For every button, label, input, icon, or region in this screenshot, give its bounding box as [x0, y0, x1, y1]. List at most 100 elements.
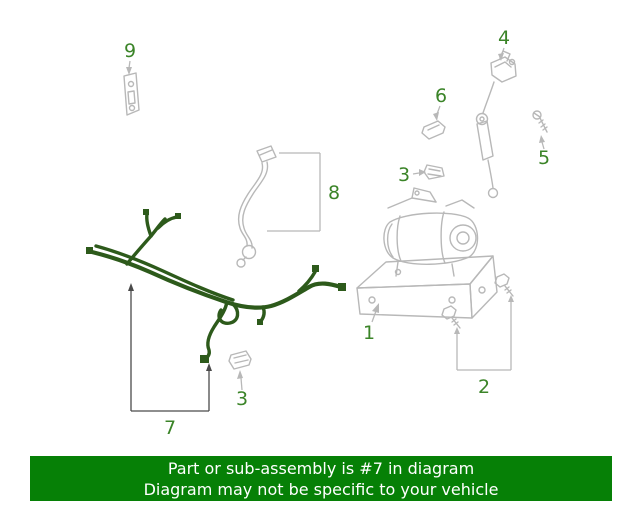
- part-1-compressor-assembly: [356, 187, 498, 323]
- tube-connector: [256, 145, 277, 163]
- diagram-note-banner: Part or sub-assembly is #7 in diagram Di…: [30, 456, 612, 501]
- compressor-rib: [440, 211, 446, 264]
- clip-outline: [228, 350, 252, 370]
- bolt-head: [441, 305, 457, 320]
- callout-3-upper: 3: [398, 164, 410, 186]
- sensor-body: [490, 56, 517, 83]
- bolt-thread: [506, 289, 512, 294]
- bolt-head: [494, 273, 510, 288]
- bracket-outline: [123, 72, 140, 116]
- link-rod: [487, 159, 494, 189]
- link-plate: [476, 120, 494, 161]
- harness-connector: [143, 209, 149, 215]
- leader-line: [371, 310, 377, 323]
- sensor-knob: [508, 58, 516, 66]
- part-2-bolts: [441, 273, 514, 371]
- tube-fitting: [236, 258, 246, 268]
- screw-slot: [533, 112, 541, 118]
- top-bracket: [387, 197, 437, 209]
- part-3-clip-lower: [228, 350, 252, 391]
- part-4-sensor-link: [475, 47, 517, 199]
- callout-5: 5: [538, 147, 550, 169]
- screw-thread: [538, 119, 544, 124]
- link-joint-hole: [479, 116, 485, 122]
- part-8-tube-assembly: [236, 145, 321, 268]
- clip-detail: [233, 354, 247, 359]
- screw-thread: [542, 126, 548, 131]
- compressor-rib: [396, 215, 402, 262]
- harness-connector: [257, 319, 263, 325]
- harness-loop: [217, 302, 240, 325]
- bracket-hole: [414, 190, 420, 196]
- plate-bolt-hole: [448, 296, 456, 304]
- link-joint: [475, 112, 489, 126]
- top-bracket: [411, 187, 437, 203]
- part-3-clip-upper: [412, 164, 445, 180]
- arrowhead: [508, 295, 514, 302]
- callout-7: 7: [164, 417, 176, 439]
- plate-bolt-hole: [368, 296, 376, 304]
- arrowhead: [128, 283, 134, 291]
- link-ball-end: [487, 187, 499, 199]
- harness-stub: [297, 270, 317, 293]
- banner-line-2: Diagram may not be specific to your vehi…: [143, 479, 499, 499]
- part-6-clip: [421, 105, 446, 140]
- link-arm: [482, 81, 495, 114]
- leader-line: [501, 47, 505, 55]
- bolt-thread: [504, 286, 510, 291]
- part-7-wiring-harness: [86, 209, 346, 412]
- callout-3-lower: 3: [236, 388, 248, 410]
- callout-8: 8: [328, 182, 340, 204]
- arrowhead: [419, 169, 426, 176]
- arrowhead: [454, 327, 460, 334]
- bracket-hole: [128, 104, 136, 112]
- tube-loop: [241, 244, 257, 260]
- plate-bolt-hole: [478, 286, 486, 294]
- clip-detail: [427, 124, 440, 131]
- callout-4: 4: [498, 27, 510, 49]
- arrowhead: [126, 67, 132, 75]
- top-bracket: [445, 199, 475, 209]
- harness-branch-down: [203, 300, 229, 361]
- harness-connector: [200, 355, 209, 363]
- leader-line: [240, 377, 243, 391]
- harness-connector: [338, 283, 346, 291]
- leader-line: [541, 141, 545, 150]
- clip-detail: [234, 359, 249, 364]
- leader-line: [412, 172, 420, 175]
- harness-connector: [175, 213, 181, 219]
- clip-outline: [421, 120, 446, 140]
- compressor-end-ring: [449, 224, 477, 252]
- bolt-thread: [453, 321, 459, 326]
- clip-detail: [427, 173, 442, 177]
- plate-bolt-hole: [394, 268, 402, 276]
- compressor-end-ring: [456, 231, 470, 245]
- clip-outline: [423, 164, 445, 180]
- arrowhead: [237, 370, 243, 379]
- callout-9: 9: [124, 40, 136, 62]
- harness-connector: [86, 247, 93, 254]
- harness-strand: [94, 244, 235, 302]
- screw-head: [532, 110, 542, 120]
- bracket-hole: [127, 80, 135, 88]
- arrowhead: [539, 135, 545, 143]
- part-9-bracket: [123, 60, 140, 116]
- sensor-detail: [494, 61, 512, 68]
- harness-twig: [145, 212, 153, 238]
- compressor-cap: [386, 223, 394, 258]
- bracket-slot: [127, 90, 136, 105]
- tube-connector-detail: [259, 149, 273, 156]
- callout-2: 2: [478, 376, 490, 398]
- arrowhead: [498, 53, 504, 61]
- bolt-thread: [451, 318, 457, 323]
- arrowhead: [433, 112, 439, 121]
- clip-detail: [428, 168, 441, 172]
- banner-line-1: Part or sub-assembly is #7 in diagram: [167, 458, 475, 478]
- harness-trunk: [89, 249, 344, 310]
- compressor-body: [383, 212, 479, 265]
- leader-line: [128, 60, 131, 69]
- base-plate-top: [356, 255, 494, 289]
- tube-line: [242, 161, 269, 249]
